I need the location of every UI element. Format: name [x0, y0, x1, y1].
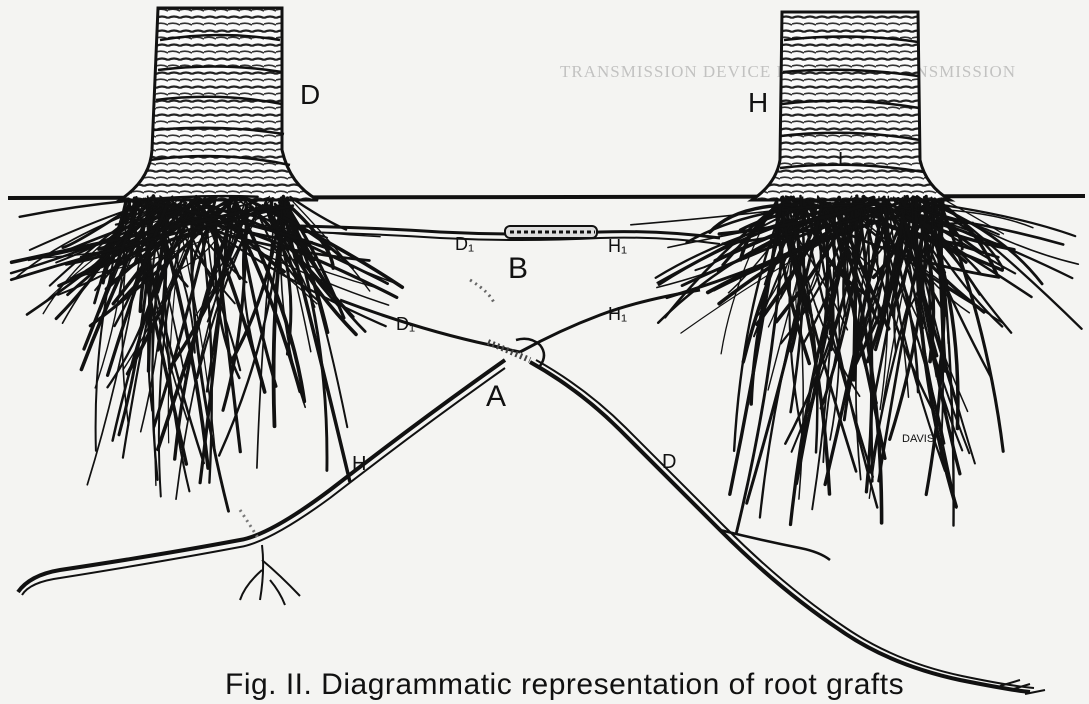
- label-root-h1-mid: H₁: [608, 304, 627, 324]
- figure-caption: Fig. II. Diagrammatic representation of …: [225, 668, 904, 702]
- root-upper-connection: [300, 226, 720, 244]
- tree-left-trunk: [120, 8, 318, 200]
- label-root-h-lower: H: [352, 453, 366, 475]
- label-root-d-lower: D: [662, 451, 676, 473]
- tree-right-roots: [631, 196, 1082, 532]
- label-root-h1-top: H₁: [608, 236, 627, 256]
- label-root-d1-top: D₁: [455, 234, 474, 254]
- root-h-lower: [18, 360, 505, 605]
- label-tree-right-mark: L: [838, 149, 849, 171]
- label-tree-left: D: [300, 79, 320, 110]
- tree-right-trunk: [752, 12, 950, 200]
- label-graft: B: [508, 252, 528, 285]
- label-junction: A: [486, 380, 506, 413]
- label-signature: DAVIS: [902, 433, 934, 445]
- root-middle-connection: [340, 280, 700, 366]
- label-root-d1-mid: D₁: [396, 314, 415, 334]
- label-tree-right: H: [748, 87, 768, 118]
- tree-left-roots: [11, 196, 402, 511]
